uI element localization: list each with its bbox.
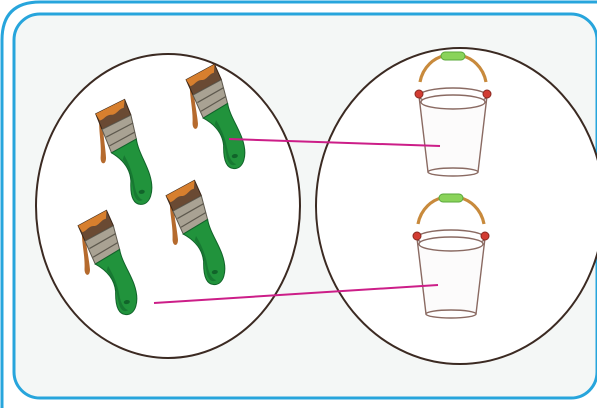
bucket-group	[316, 48, 597, 364]
paintbrush-group	[36, 54, 300, 358]
paintbrush-oval	[36, 54, 300, 358]
